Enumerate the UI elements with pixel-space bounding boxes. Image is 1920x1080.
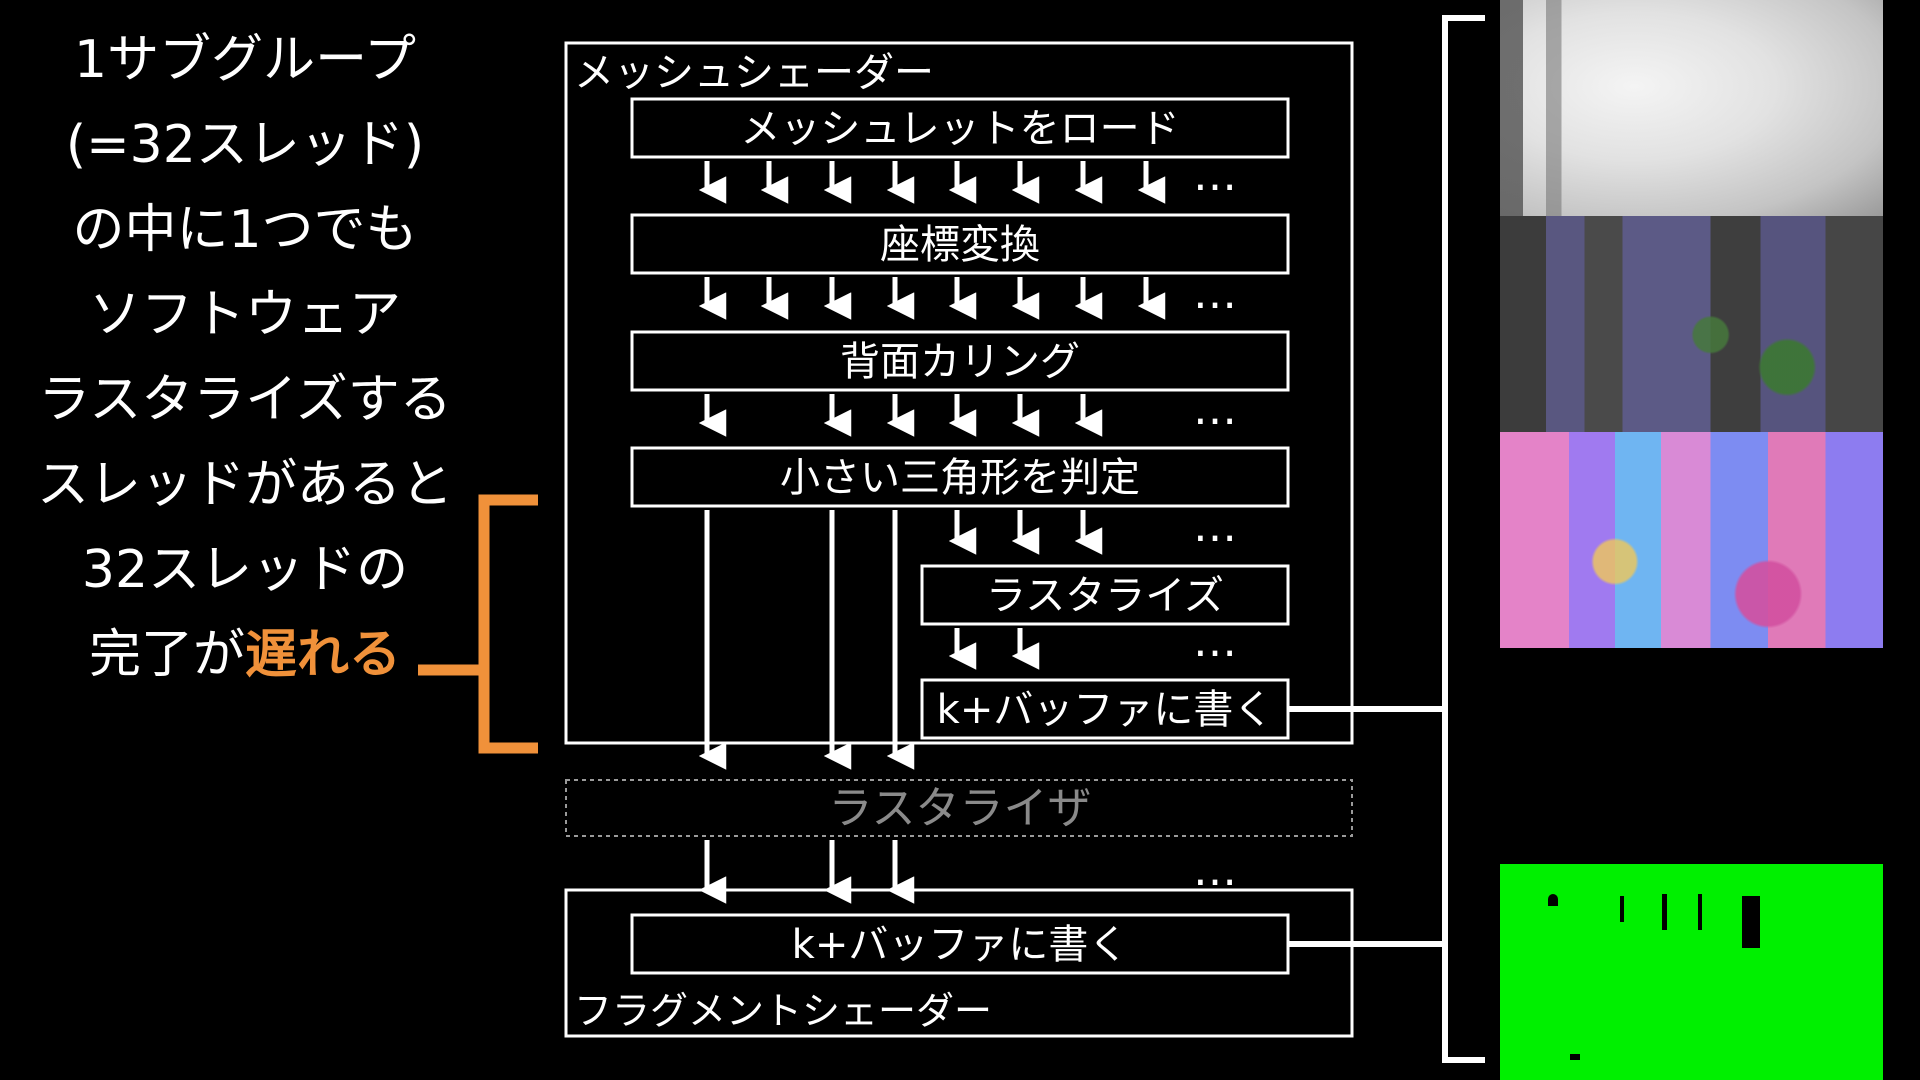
explanation-line-5: ラスタライズする	[38, 370, 452, 430]
delay-bracket	[418, 494, 538, 754]
step-load-meshlet-label: メッシュレットをロード	[740, 106, 1179, 152]
ellipsis-row5: …	[1193, 616, 1237, 667]
step-backface-culling-box	[630, 330, 1290, 392]
albedo-buffer-thumbnail	[1500, 216, 1883, 432]
depth-buffer-thumbnail	[1500, 0, 1883, 216]
normal-buffer-thumbnail	[1500, 432, 1883, 648]
explanation-line-3: の中に1つでも	[72, 200, 418, 260]
arrows-transform-to-culling	[698, 277, 1166, 320]
step-write-kbuffer-mesh-label: k+バッファに書く	[937, 687, 1274, 733]
explanation-line-8: 完了が遅れる	[0, 613, 490, 698]
explanation-line-6: スレッドがあると	[36, 455, 453, 515]
arrows-load-to-transform	[698, 161, 1166, 204]
arrows-judge-to-raster	[948, 510, 1103, 555]
step-small-triangle-box	[630, 446, 1290, 508]
ellipsis-row4: …	[1193, 501, 1237, 552]
explanation-line-8-prefix: 完了が	[88, 625, 245, 685]
step-transform-box	[630, 213, 1290, 275]
arrows-raster-to-write	[948, 628, 1040, 670]
delay-highlight: 遅れる	[245, 625, 402, 685]
explanation-line-1: 1サブグループ	[74, 30, 416, 90]
step-backface-culling-label: 背面カリング	[840, 339, 1080, 385]
id-buffer-thumbnail	[1500, 864, 1883, 1080]
rasterizer-label: ラスタライザ	[828, 783, 1091, 834]
kbuffer-connectors	[1288, 15, 1485, 1063]
fragment-shader-box	[564, 888, 1354, 1038]
explanation-line-7: 32スレッドの	[81, 540, 409, 600]
fragment-shader-title: フラグメントシェーダー	[574, 989, 992, 1033]
ellipsis-row2: …	[1193, 268, 1237, 319]
step-small-triangle-label: 小さい三角形を判定	[780, 455, 1140, 501]
explanation-line-2: (=32スレッド)	[65, 115, 425, 175]
step-write-kbuffer-fragment-label: k+バッファに書く	[792, 922, 1129, 968]
mesh-shader-title: メッシュシェーダー	[574, 50, 934, 96]
ellipsis-row6: …	[1193, 845, 1237, 896]
step-load-meshlet-box	[630, 97, 1290, 159]
rasterizer-box	[565, 779, 1353, 837]
ellipsis-row3: …	[1193, 384, 1237, 435]
explanation-line-4: ソフトウェア	[88, 285, 401, 345]
arrows-judge-to-hw-rasterizer	[698, 510, 915, 770]
mesh-shader-box	[564, 41, 1354, 745]
arrows-culling-to-judge	[698, 394, 1103, 437]
ellipsis-row1: …	[1193, 150, 1237, 201]
step-software-raster-box	[920, 564, 1290, 626]
step-transform-label: 座標変換	[880, 222, 1040, 268]
left-explanation: 1サブグループ (=32スレッド) の中に1つでも ソフトウェア ラスタライズす…	[0, 18, 490, 698]
arrows-rasterizer-to-fragment	[698, 840, 915, 904]
step-software-raster-label: ラスタライズ	[986, 573, 1224, 619]
